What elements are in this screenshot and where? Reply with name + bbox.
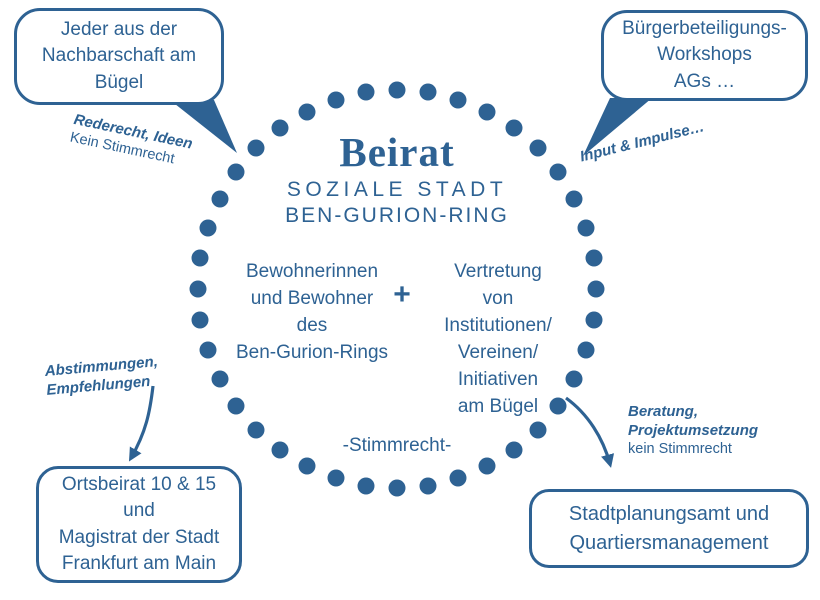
ring-dot: [549, 163, 567, 181]
ring-dot: [587, 280, 605, 298]
ring-dot: [211, 190, 229, 208]
ring-dot: [227, 397, 245, 415]
speech-bubble-neighborhood-text: Jeder aus der Nachbarschaft am Bügel: [41, 19, 197, 93]
ring-dot: [327, 91, 344, 109]
circle-subtitle-2: BEN-GURION-RING: [285, 204, 509, 227]
ring-dot: [478, 457, 496, 475]
speech-bubble-workshops-text: Bürgerbeteiligungs- Workshops AGs …: [622, 18, 787, 92]
ring-dot: [505, 441, 523, 459]
ring-dot: [357, 477, 375, 495]
speech-bubble-workshops: Bürgerbeteiligungs- Workshops AGs …: [601, 10, 808, 101]
ring-dot: [549, 397, 567, 415]
ring-dot: [271, 119, 289, 137]
ring-dot: [505, 119, 523, 137]
ring-dot: [189, 280, 207, 298]
ring-dot: [577, 341, 595, 359]
ring-dot: [191, 311, 209, 329]
ring-dot: [199, 341, 217, 359]
ring-dot: [247, 139, 265, 157]
ring-dot: [478, 103, 496, 121]
ring-dot: [211, 370, 229, 388]
speech-bubble-ortsbeirat: Ortsbeirat 10 & 15 und Magistrat der Sta…: [36, 466, 242, 583]
speech-bubble-stadtplanungsamt-text: Stadtplanungsamt und Quartiersmanagement: [568, 502, 770, 554]
ring-dot: [529, 421, 547, 439]
ring-dot: [247, 421, 265, 439]
ring-dot: [298, 103, 316, 121]
ring-dot: [585, 249, 603, 267]
ring-dot: [327, 469, 344, 487]
circle-title: Beirat: [339, 129, 455, 175]
ring-dot: [388, 479, 406, 497]
ring-dot: [357, 83, 375, 101]
plus-sign: +: [393, 278, 411, 311]
speech-bubble-ortsbeirat-text: Ortsbeirat 10 & 15 und Magistrat der Sta…: [58, 474, 220, 574]
ring-dot: [419, 477, 437, 495]
annotation-bottom-right-bold: Beratung, Projektumsetzung: [628, 403, 759, 439]
ring-dot: [449, 469, 467, 487]
speech-bubble-neighborhood: Jeder aus der Nachbarschaft am Bügel: [14, 8, 224, 105]
ring-dot: [585, 311, 603, 329]
ring-dot: [419, 83, 437, 101]
circle-subtitle-1: SOZIALE STADT: [286, 178, 508, 201]
ring-dot: [529, 139, 547, 157]
ring-dot: [565, 370, 583, 388]
ring-dot: [199, 219, 217, 236]
ring-dot: [388, 81, 406, 99]
ring-dot: [191, 249, 209, 267]
ring-dot: [449, 91, 467, 109]
ring-dot: [565, 190, 583, 208]
ring-dot: [298, 457, 316, 475]
ring-dot: [577, 219, 595, 236]
ring-dot: [271, 441, 289, 459]
annotation-bottom-right-regular: kein Stimmrecht: [628, 441, 732, 457]
ring-dot: [227, 163, 245, 181]
members-institutions-group: Vertretung von Institutionen/ Vereinen/ …: [444, 261, 552, 417]
members-residents-group: Bewohnerinnen und Bewohner des Ben-Gurio…: [235, 261, 389, 363]
annotation-bottom-right: Beratung, Projektumsetzung kein Stimmrec…: [628, 402, 758, 459]
speech-bubble-stadtplanungsamt: Stadtplanungsamt und Quartiersmanagement: [529, 489, 809, 568]
voting-note: -Stimmrecht-: [342, 435, 452, 456]
